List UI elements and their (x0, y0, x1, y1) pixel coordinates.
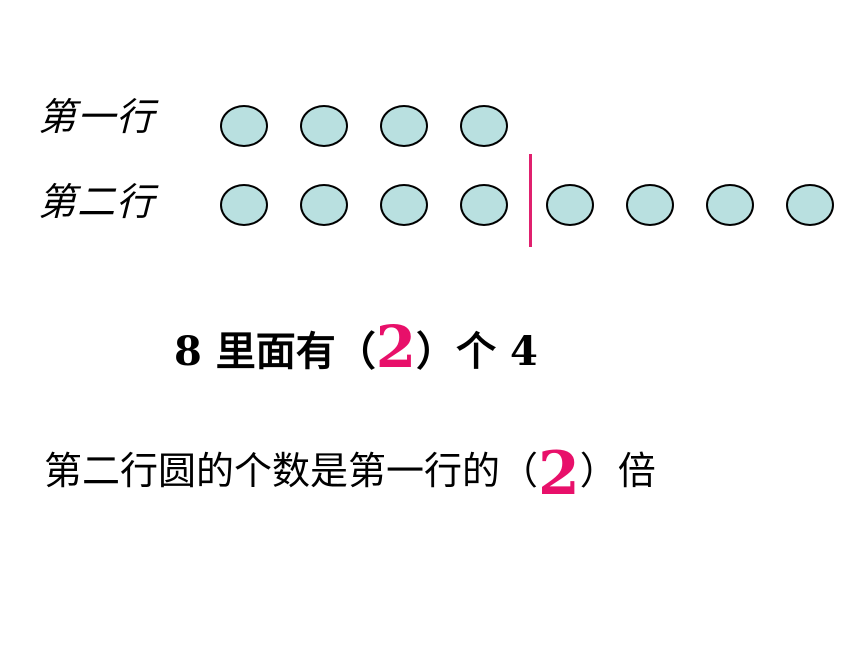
row2-circle (380, 184, 428, 226)
circle-rows (0, 0, 860, 260)
sentence1-before: 8 里面有（ (174, 328, 376, 375)
row1-circle (380, 105, 428, 147)
row2-circle (300, 184, 348, 226)
sentence-times: 第二行圆的个数是第一行的（2）倍 (44, 444, 656, 504)
row2-label: 第二行 (38, 180, 156, 224)
row1-label: 第一行 (38, 95, 156, 139)
row1-circle (220, 105, 268, 147)
sentence2-after: ）倍 (579, 449, 656, 493)
row1-circle (460, 105, 508, 147)
row2-circle (546, 184, 594, 226)
sentence2-answer: 2 (538, 439, 580, 509)
row1-circle (300, 105, 348, 147)
sentence1-answer: 2 (375, 313, 417, 381)
row2-circle (706, 184, 754, 226)
row2-circle (626, 184, 674, 226)
sentence-groups: 8 里面有（2）个 4 (174, 318, 538, 376)
row2-circle (460, 184, 508, 226)
sentence2-before: 第二行圆的个数是第一行的（ (44, 449, 539, 493)
sentence1-after: ）个 4 (416, 328, 538, 375)
group-divider (529, 154, 532, 247)
row2-circle (220, 184, 268, 226)
row2-circle (786, 184, 834, 226)
